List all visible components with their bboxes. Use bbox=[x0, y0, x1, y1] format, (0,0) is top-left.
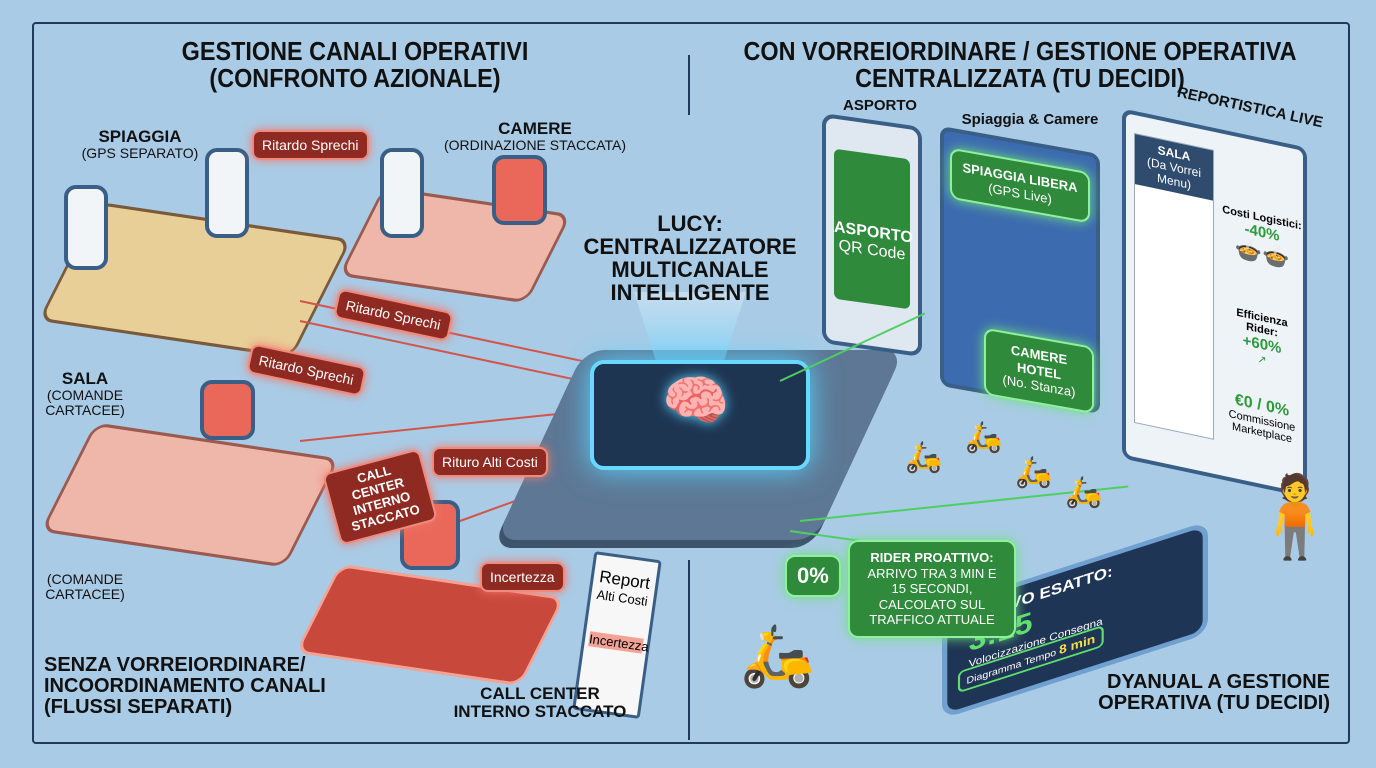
divider bbox=[688, 55, 690, 115]
spiaggia-title: SPIAGGIA bbox=[98, 127, 182, 146]
camere-sub: (ORDINAZIONE STACCATA) bbox=[444, 136, 626, 153]
asporto-screen: ASPORTO QR Code bbox=[834, 148, 913, 310]
phone-icon bbox=[205, 148, 249, 238]
zero-badge: 0% bbox=[785, 555, 841, 598]
rider-scooter-icon: 🛵 bbox=[965, 421, 1003, 454]
sala-label: SALA(COMANDE CARTACEE) bbox=[40, 370, 130, 417]
rider-scooter-icon: 🛵 bbox=[1065, 476, 1103, 509]
asporto-label: ASPORTO bbox=[843, 97, 917, 114]
problem-bubble: Incertezza bbox=[480, 562, 565, 593]
monitor-icon bbox=[492, 155, 547, 225]
rider-bubble: RIDER PROATTIVO:ARRIVO TRA 3 MIN E 15 SE… bbox=[848, 540, 1016, 638]
rider-bubble-title: RIDER PROATTIVO: bbox=[870, 550, 994, 565]
left-footer: SENZA VORREIORDINARE/ INCOORDINAMENTO CA… bbox=[44, 654, 326, 718]
phone-icon bbox=[64, 185, 108, 270]
call-center-label: CALL CENTER INTERNO STACCATO bbox=[453, 684, 627, 721]
rider-scooter-icon: 🛵 bbox=[905, 441, 943, 474]
monitor-icon bbox=[200, 380, 255, 440]
manager-figure: 🧍 bbox=[1245, 472, 1345, 561]
problem-bubble: Rituro Alti Costi bbox=[432, 447, 548, 478]
sala-list: SALA(Da Vorrei Menu) bbox=[1134, 132, 1214, 440]
right-footer: DYANUAL A GESTIONE OPERATIVA (TU DECIDI) bbox=[1098, 671, 1330, 714]
camere-title: CAMERE bbox=[498, 119, 572, 138]
sala-note: (COMANDE CARTACEE) bbox=[45, 571, 125, 602]
camere-label: CAMERE(ORDINAZIONE STACCATA) bbox=[430, 120, 640, 153]
brain-icon: 🧠 bbox=[662, 371, 730, 431]
rider-scooter-icon: 🛵 bbox=[1015, 456, 1053, 489]
rider-bubble-text: ARRIVO TRA 3 MIN E 15 SECONDI, CALCOLATO… bbox=[867, 565, 997, 628]
sala-title: SALA bbox=[61, 369, 109, 388]
sala-sub: (COMANDE CARTACEE) bbox=[45, 386, 125, 418]
report-live-panel: SALA(Da Vorrei Menu) Costi Logistici:-40… bbox=[1122, 108, 1307, 498]
rider-scooter-icon: 🛵 bbox=[740, 622, 815, 689]
kpi-rider: Efficienza Rider:+60%↗ bbox=[1222, 304, 1302, 375]
phone-icon bbox=[380, 148, 424, 238]
spiaggia-libera-tag: SPIAGGIA LIBERA(GPS Live) bbox=[950, 147, 1090, 224]
spiaggia-label: SPIAGGIA(GPS SEPARATO) bbox=[70, 128, 210, 161]
kpi-logistics: Costi Logistici:-40%🍲🍲 bbox=[1222, 204, 1302, 276]
sala-header-sub: (Da Vorrei Menu) bbox=[1146, 154, 1202, 193]
map-label: Spiaggia & Camere bbox=[961, 111, 1099, 128]
sala-header: SALA(Da Vorrei Menu) bbox=[1135, 134, 1213, 201]
left-title: GESTIONE CANALI OPERATIVI (CONFRONTO AZI… bbox=[181, 36, 529, 94]
right-title: CON VORREIORDINARE / GESTIONE OPERATIVA … bbox=[743, 36, 1297, 94]
lucy-core bbox=[590, 360, 810, 470]
report-tag: Incertezza bbox=[588, 631, 650, 655]
kpi-commission: €0 / 0%Commissione Marketplace bbox=[1222, 389, 1302, 448]
center-title: LUCY: CENTRALIZZATORE MULTICANALE INTELL… bbox=[583, 211, 797, 306]
problem-bubble: Ritardo Sprechi bbox=[252, 130, 369, 161]
outer-frame bbox=[32, 22, 1350, 744]
map-panel: SPIAGGIA LIBERA(GPS Live) CAMERE HOTEL(N… bbox=[940, 125, 1100, 415]
spiaggia-sub: (GPS SEPARATO) bbox=[81, 144, 199, 161]
divider bbox=[688, 560, 690, 740]
